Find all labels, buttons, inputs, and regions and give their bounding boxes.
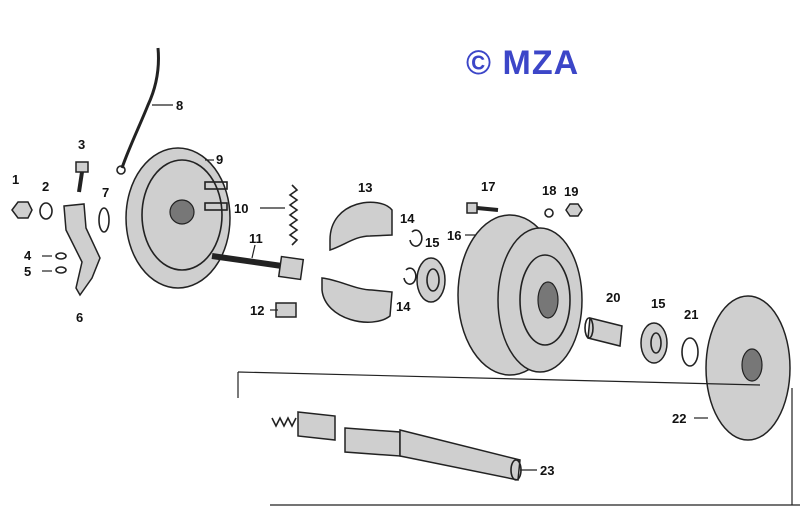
cover-plate [705, 295, 791, 441]
callout-5: 5 [24, 264, 31, 279]
callout-23: 23 [540, 463, 554, 478]
callout-9: 9 [216, 152, 223, 167]
callout-6: 6 [76, 310, 83, 325]
brake-camshaft [211, 253, 305, 281]
callout-7: 7 [102, 185, 109, 200]
cam-block [275, 302, 297, 318]
callout-17: 17 [481, 179, 495, 194]
nut [565, 203, 583, 217]
washer [544, 208, 554, 218]
brake-cable [116, 47, 160, 175]
callout-4: 4 [24, 248, 32, 263]
copyright-watermark: © MZA [466, 44, 580, 82]
bearing [640, 322, 668, 364]
leader-lines [42, 104, 708, 471]
callout-10: 10 [234, 201, 248, 216]
callout-22: 22 [672, 411, 686, 426]
callout-3: 3 [78, 137, 85, 152]
callout-14b: 14 [396, 299, 411, 314]
spacer-tube [584, 317, 623, 347]
circlip [681, 337, 699, 367]
callout-20: 20 [606, 290, 620, 305]
callout-13: 13 [358, 180, 372, 195]
bolt [75, 161, 89, 193]
callout-18: 18 [542, 183, 556, 198]
callout-14a: 14 [400, 211, 415, 226]
brake-shoes [321, 201, 393, 323]
callout-11: 11 [249, 231, 263, 246]
bolt [466, 202, 499, 214]
washer [39, 202, 53, 220]
return-spring [288, 184, 299, 246]
callout-21: 21 [684, 307, 698, 322]
axle-frame [237, 371, 800, 506]
callout-15a: 15 [425, 235, 439, 250]
nut [11, 201, 33, 219]
callout-16: 16 [447, 228, 461, 243]
callout-1: 1 [12, 172, 19, 187]
axle [271, 411, 522, 481]
seal [98, 207, 110, 233]
callout-15b: 15 [651, 296, 665, 311]
brake-backing-plate [125, 147, 231, 289]
callout-2: 2 [42, 179, 49, 194]
brake-drum-hub [457, 214, 583, 376]
bearing [416, 257, 446, 303]
brake-lever [63, 203, 101, 297]
callout-8: 8 [176, 98, 183, 113]
callout-12: 12 [250, 303, 264, 318]
callout-19: 19 [564, 184, 578, 199]
